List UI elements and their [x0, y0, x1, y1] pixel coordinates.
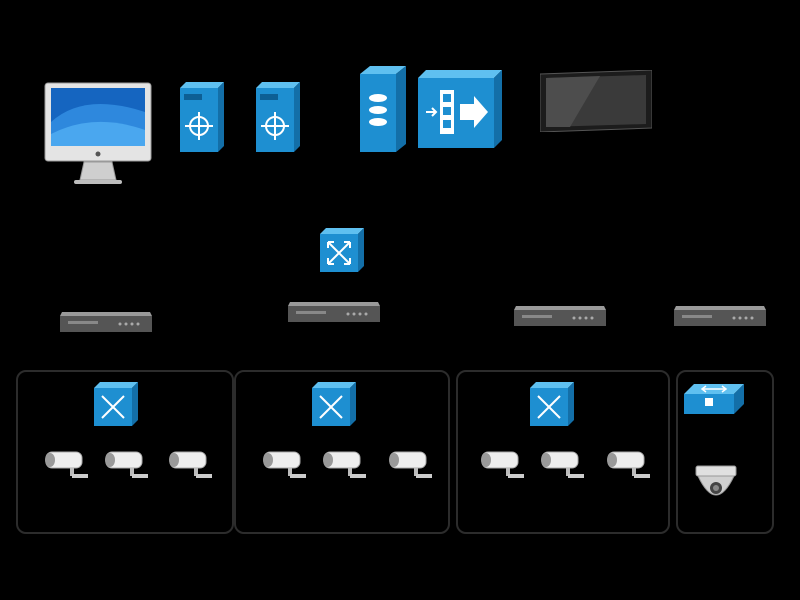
encoder-icon: [418, 70, 502, 148]
switch-icon: [530, 382, 574, 426]
camera-icon: [478, 448, 528, 482]
camera-group: [16, 370, 234, 534]
camera-group: [234, 370, 450, 534]
camera-icon: [386, 448, 436, 482]
switch-icon: [94, 382, 138, 426]
camera-icon: [320, 448, 370, 482]
camera-icon: [102, 448, 152, 482]
camera-icon: [166, 448, 216, 482]
camera-group: [676, 370, 774, 534]
camera-icon: [42, 448, 92, 482]
storage-icon: [360, 66, 406, 152]
nvr-icon: [288, 302, 380, 324]
core-switch-icon: [320, 228, 364, 272]
camera-icon: [260, 448, 310, 482]
hub-icon: [684, 384, 744, 414]
server-icon: [256, 82, 300, 152]
camera-icon: [604, 448, 654, 482]
camera-group: [456, 370, 670, 534]
monitor-icon: [44, 82, 152, 186]
nvr-icon: [674, 306, 766, 328]
camera-icon: [538, 448, 588, 482]
switch-icon: [312, 382, 356, 426]
display-icon: [540, 70, 652, 132]
server-icon: [180, 82, 224, 152]
nvr-icon: [60, 312, 152, 334]
nvr-icon: [514, 306, 606, 328]
dome-camera-icon: [694, 464, 738, 508]
